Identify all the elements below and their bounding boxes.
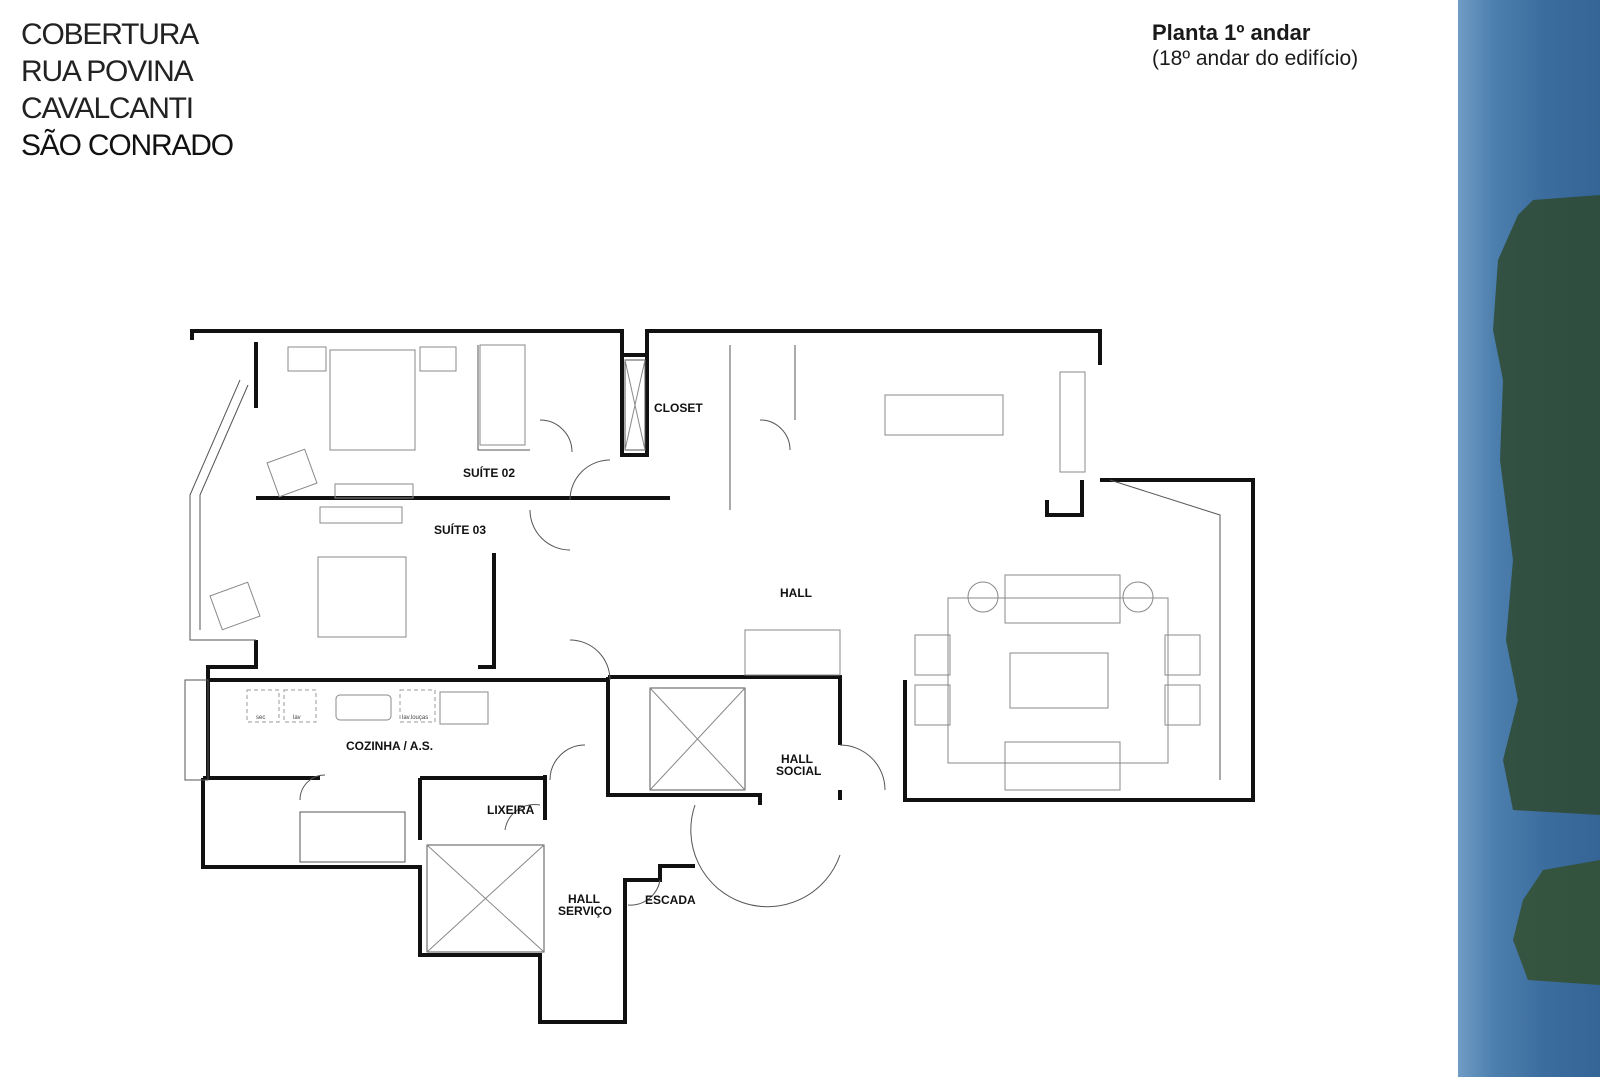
plan-title-sub: (18º andar do edifício)	[1152, 47, 1359, 70]
title-line-1: COBERTURA	[21, 18, 199, 51]
plan-title-main: Planta 1º andar	[1152, 20, 1311, 45]
appliance-sec: sec	[256, 715, 265, 721]
walls	[190, 329, 1255, 1024]
room-closet: CLOSET	[654, 401, 703, 415]
furniture	[209, 344, 1201, 791]
title-line-4: SÃO CONRADO	[21, 129, 234, 162]
appliance-lav-loucas: lav.louças	[402, 715, 428, 721]
room-hall: HALL	[780, 586, 812, 600]
title-line-2: RUA POVINA	[21, 55, 194, 88]
room-lixeira: LIXEIRA	[487, 803, 535, 817]
room-hall-servico-2: SERVIÇO	[558, 904, 612, 918]
island-large	[1493, 195, 1600, 815]
room-escada: ESCADA	[645, 893, 696, 907]
partitions	[184, 345, 1221, 953]
project-title-block: COBERTURA RUA POVINA CAVALCANTI SÃO CONR…	[21, 16, 234, 164]
room-cozinha: COZINHA / A.S.	[346, 739, 433, 753]
room-suite-02: SUÍTE 02	[463, 465, 515, 480]
doors	[299, 419, 886, 908]
room-hall-social-2: SOCIAL	[776, 764, 821, 778]
plan-title: Planta 1º andar (18º andar do edifício)	[1152, 20, 1358, 72]
room-hall-servico-1: HALL	[568, 892, 600, 906]
appliance-lav: lav	[293, 715, 301, 721]
title-line-3: CAVALCANTI	[21, 92, 194, 125]
room-suite-03: SUÍTE 03	[434, 522, 486, 537]
sea-photo-strip	[1458, 0, 1600, 1077]
room-hall-social-1: HALL	[781, 752, 813, 766]
island-small	[1513, 860, 1600, 985]
floor-plan: sec lav lav.louças SUÍTE 02 CLOSET SUÍTE…	[184, 329, 1255, 1024]
island-silhouettes	[1493, 195, 1600, 985]
